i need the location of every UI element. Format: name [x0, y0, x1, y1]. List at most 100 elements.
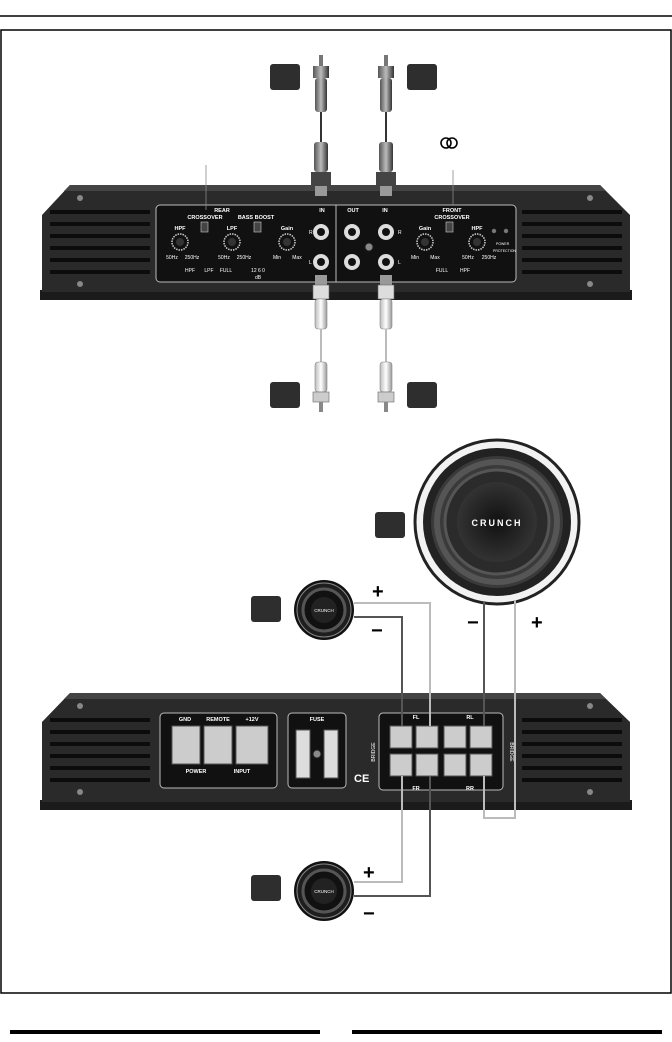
- remote-terminal[interactable]: [203, 725, 233, 765]
- front-gain-min: Min: [411, 255, 419, 261]
- power-led: [491, 228, 497, 234]
- gnd-label: GND: [179, 717, 191, 723]
- rear-lpf-label: LPF: [227, 226, 238, 232]
- bridge-right-label: BRIDGE: [508, 742, 514, 762]
- power-input-power-label: POWER: [186, 769, 207, 775]
- speaker-fl-brand: CRUNCH: [314, 608, 334, 613]
- footer-bar-left: [10, 1030, 320, 1034]
- front-in-l-label: L: [398, 260, 401, 266]
- speaker-fr-plus: +: [363, 862, 375, 884]
- rca-jack-front-in-l[interactable]: [378, 254, 394, 270]
- page-border: [0, 29, 672, 994]
- subwoofer: CRUNCH: [413, 438, 581, 606]
- rear-hpf-250: 250Hz: [185, 255, 200, 261]
- rear-in-r-label: R: [309, 230, 313, 236]
- rear-gain-min: Min: [273, 255, 281, 261]
- rear-gain-knob[interactable]: [278, 233, 296, 251]
- rear-lpf-50: 50Hz: [218, 255, 230, 261]
- rca-jack-rear-in-r[interactable]: [313, 224, 329, 240]
- front-crossover-switch[interactable]: [445, 221, 454, 233]
- speaker-fl-minus: −: [371, 620, 383, 642]
- rca-cable-front-in-top: [376, 55, 396, 196]
- speaker-fl-plus: +: [372, 581, 384, 603]
- rear-label: REAR: [214, 208, 230, 214]
- speaker-fr-minus: −: [363, 903, 375, 925]
- step-badge-2: [407, 64, 437, 90]
- rear-lpf-knob[interactable]: [223, 233, 241, 251]
- front-switch-full: FULL: [436, 268, 448, 274]
- bass-boost-switch[interactable]: [253, 221, 262, 233]
- step-badge-3: [270, 382, 300, 408]
- rear-hpf-knob[interactable]: [171, 233, 189, 251]
- rca-jack-rear-in-l[interactable]: [313, 254, 329, 270]
- footer-bar-right: [352, 1030, 662, 1034]
- amp-front-unit: REAR CROSSOVER BASS BOOST IN OUT IN FRON…: [40, 165, 632, 300]
- front-hpf-label: HPF: [472, 226, 484, 232]
- out-label: OUT: [347, 208, 359, 214]
- bass-boost-db-values: 12 6 0: [251, 268, 265, 274]
- bass-boost-label: BASS BOOST: [238, 215, 275, 221]
- speaker-wires: [354, 600, 516, 897]
- heatsink-left: [50, 210, 150, 274]
- rear-crossover-switch[interactable]: [200, 221, 209, 233]
- remote-label: REMOTE: [206, 717, 230, 723]
- front-in-r-label: R: [398, 230, 402, 236]
- sub-minus: −: [467, 612, 479, 634]
- ground-screw: [364, 242, 374, 252]
- heatsink-right: [522, 210, 622, 274]
- power-input-input-label: INPUT: [234, 769, 251, 775]
- rear-hpf-50: 50Hz: [166, 255, 178, 261]
- rca-cable-rear-in-bottom: [312, 275, 330, 412]
- rear-crossover-label: CROSSOVER: [187, 215, 222, 221]
- speaker-front-left: CRUNCH: [294, 580, 354, 640]
- front-gain-knob[interactable]: [416, 233, 434, 251]
- bridge-left-label: BRIDGE: [371, 742, 377, 762]
- rca-cable-front-in-bottom: [377, 275, 395, 412]
- step-badge-4: [407, 382, 437, 408]
- speaker-fr-brand: CRUNCH: [314, 889, 334, 894]
- plus12v-terminal[interactable]: [235, 725, 269, 765]
- front-hpf-250: 250Hz: [482, 255, 497, 261]
- speaker-terminals-bottom[interactable]: [389, 753, 493, 777]
- front-gain-label: Gain: [419, 226, 432, 232]
- fuse-label: FUSE: [310, 717, 325, 723]
- rca-jack-out-l[interactable]: [344, 254, 360, 270]
- front-gain-max: Max: [430, 255, 440, 261]
- step-badge-1: [270, 64, 300, 90]
- front-in-label: IN: [382, 208, 388, 214]
- step-badge-5: [375, 512, 405, 538]
- front-hpf-50: 50Hz: [462, 255, 474, 261]
- amp-rear-unit: GND REMOTE +12V POWER INPUT FUSE CE BRID…: [40, 693, 632, 810]
- rear-switch-hpf: HPF: [185, 268, 195, 274]
- speaker-terminals-top[interactable]: [389, 725, 493, 749]
- rl-label: RL: [466, 715, 474, 721]
- fl-label: FL: [413, 715, 420, 721]
- bass-boost-db: dB: [255, 275, 262, 281]
- rca-cable-rear-in-top: [311, 55, 331, 196]
- front-hpf-knob[interactable]: [468, 233, 486, 251]
- step-badge-6: [251, 596, 281, 622]
- rear-in-label: IN: [319, 208, 325, 214]
- sub-plus: +: [531, 612, 543, 634]
- rear-switch-lpf: LPF: [204, 268, 213, 274]
- fuse-1[interactable]: [295, 729, 311, 779]
- rear-hpf-label: HPF: [175, 226, 187, 232]
- step-badge-7: [251, 875, 281, 901]
- protection-led-label: PROTECTION: [493, 249, 516, 253]
- protection-led: [503, 228, 509, 234]
- fuse-2[interactable]: [323, 729, 339, 779]
- linked-rings-icon: [440, 137, 458, 149]
- rear-gain-label: Gain: [281, 226, 294, 232]
- rca-jack-front-in-r[interactable]: [378, 224, 394, 240]
- front-label: FRONT: [443, 208, 463, 214]
- gnd-terminal[interactable]: [171, 725, 201, 765]
- rear-in-l-label: L: [309, 260, 312, 266]
- speaker-front-right: CRUNCH: [294, 861, 354, 921]
- ce-mark: CE: [354, 773, 369, 785]
- rca-jack-out-r[interactable]: [344, 224, 360, 240]
- subwoofer-brand: CRUNCH: [472, 518, 523, 528]
- rear-lpf-250: 250Hz: [237, 255, 252, 261]
- front-switch-hpf: HPF: [460, 268, 470, 274]
- rear-switch-full: FULL: [220, 268, 232, 274]
